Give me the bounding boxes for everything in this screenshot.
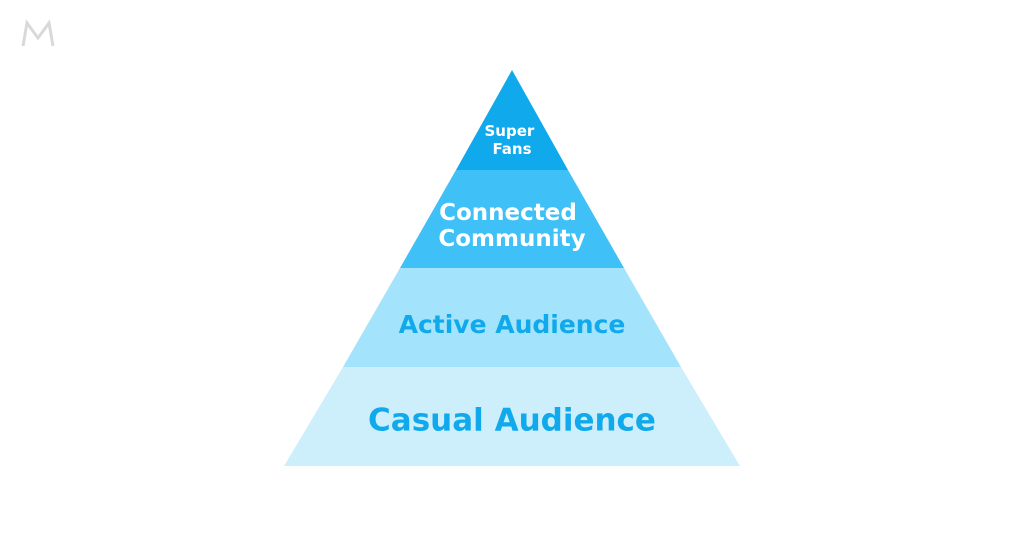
tier-label: Super Fans — [484, 122, 539, 158]
pyramid-tier-super-fans: Super Fans — [456, 70, 568, 170]
tier-label: Connected Community — [438, 200, 585, 252]
pyramid-tier-connected-community: Connected Community — [400, 170, 624, 268]
tier-label: Active Audience — [399, 310, 626, 339]
m-logo-icon — [21, 19, 55, 47]
pyramid-tier-active-audience: Active Audience — [343, 268, 681, 367]
tier-label-line: Super — [484, 122, 534, 140]
tier-shape — [284, 367, 740, 466]
tier-label-line: Fans — [492, 140, 531, 158]
tier-shape — [456, 70, 568, 170]
tier-label: Casual Audience — [368, 403, 656, 439]
pyramid-tier-casual-audience: Casual Audience — [284, 367, 740, 466]
tier-shape — [400, 170, 624, 268]
tier-shape — [343, 268, 681, 367]
tier-label-line: Connected — [439, 200, 577, 226]
tier-label-line: Community — [438, 226, 585, 252]
